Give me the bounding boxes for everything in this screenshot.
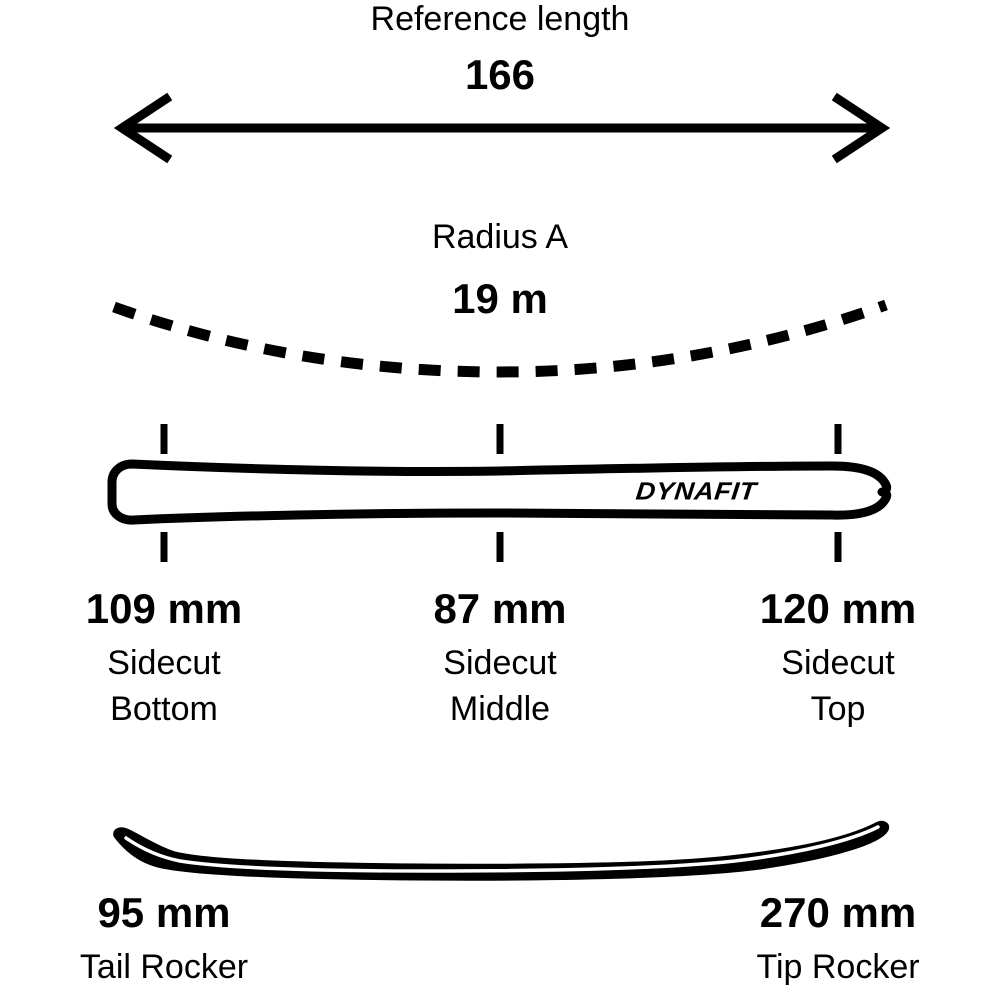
sidecut-bottom-caption-line1: Sidecut (107, 644, 221, 682)
sidecut-bottom-label-group: 109 mm Sidecut Bottom (14, 585, 314, 728)
sidecut-middle-value: 87 mm (433, 585, 567, 632)
arrowhead-left-icon (113, 92, 173, 164)
radius-value: 19 m (452, 275, 548, 322)
sidecut-bottom-caption-line2: Bottom (110, 690, 218, 728)
tip-rocker-value: 270 mm (759, 889, 917, 936)
tail-rocker-value: 95 mm (97, 889, 231, 936)
sidecut-top-caption-line2: Top (810, 690, 866, 728)
tail-rocker-label-group: 95 mm Tail Rocker (14, 889, 314, 986)
sidecut-top-value: 120 mm (759, 585, 917, 632)
arrowhead-right-icon (831, 92, 891, 164)
radius-title: Radius A (431, 218, 569, 256)
radius-arc-dashed (112, 299, 888, 378)
dynafit-brand-logo: DYNAFIT (634, 477, 758, 505)
tip-rocker-caption: Tip Rocker (756, 948, 920, 986)
rocker-profile-inner-line (124, 825, 880, 873)
ski-top-view (107, 459, 892, 525)
reference-length-value: 166 (464, 51, 536, 98)
ski-side-profile (113, 820, 890, 881)
tail-rocker-caption: Tail Rocker (79, 948, 249, 986)
sidecut-top-caption-line1: Sidecut (781, 644, 895, 682)
tip-rocker-label-group: 270 mm Tip Rocker (688, 889, 988, 986)
sidecut-bottom-value: 109 mm (85, 585, 243, 632)
dimension-arrow (113, 92, 891, 164)
sidecut-middle-caption-line1: Sidecut (443, 644, 557, 682)
sidecut-top-label-group: 120 mm Sidecut Top (688, 585, 988, 728)
ski-outline (107, 459, 892, 525)
reference-length-title: Reference length (370, 0, 630, 38)
sidecut-middle-caption-line2: Middle (449, 690, 551, 728)
sidecut-middle-label-group: 87 mm Sidecut Middle (350, 585, 650, 728)
sidecut-radius-curve (112, 299, 888, 378)
